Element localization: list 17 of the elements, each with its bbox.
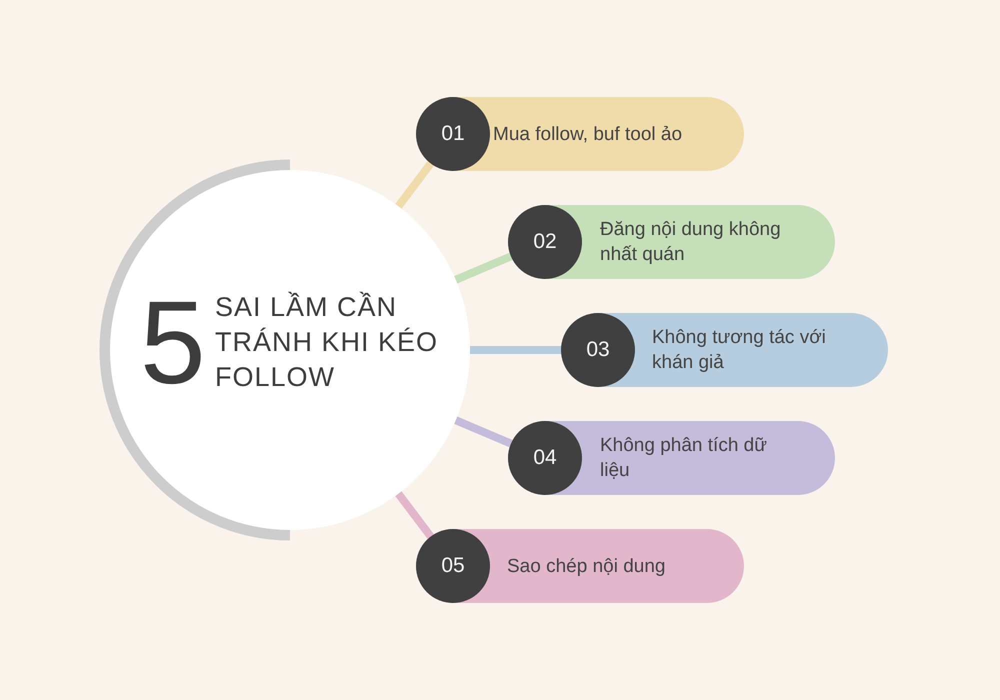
number-badge: 05 <box>416 529 490 603</box>
connector-line <box>395 161 434 209</box>
item-text: Sao chép nội dung <box>507 554 666 578</box>
title-text: SAI LẦM CẦN TRÁNH KHI KÉO FOLLOW <box>215 290 440 394</box>
number-badge: 04 <box>508 421 582 495</box>
number-badge: 02 <box>508 205 582 279</box>
item-text: Không tương tác với khán giả <box>652 326 827 375</box>
item-text: Mua follow, buf tool ảo <box>493 122 684 146</box>
connector-line <box>454 252 512 284</box>
connector-line <box>470 346 561 354</box>
number-badge: 01 <box>416 97 490 171</box>
connector-line <box>395 491 434 539</box>
item-text: Không phân tích dữ liệu <box>600 434 768 483</box>
item-text: Đăng nội dung không nhất quán <box>600 218 782 267</box>
connector-line <box>454 416 512 448</box>
number-badge: 03 <box>561 313 635 387</box>
big-number: 5 <box>140 283 206 403</box>
